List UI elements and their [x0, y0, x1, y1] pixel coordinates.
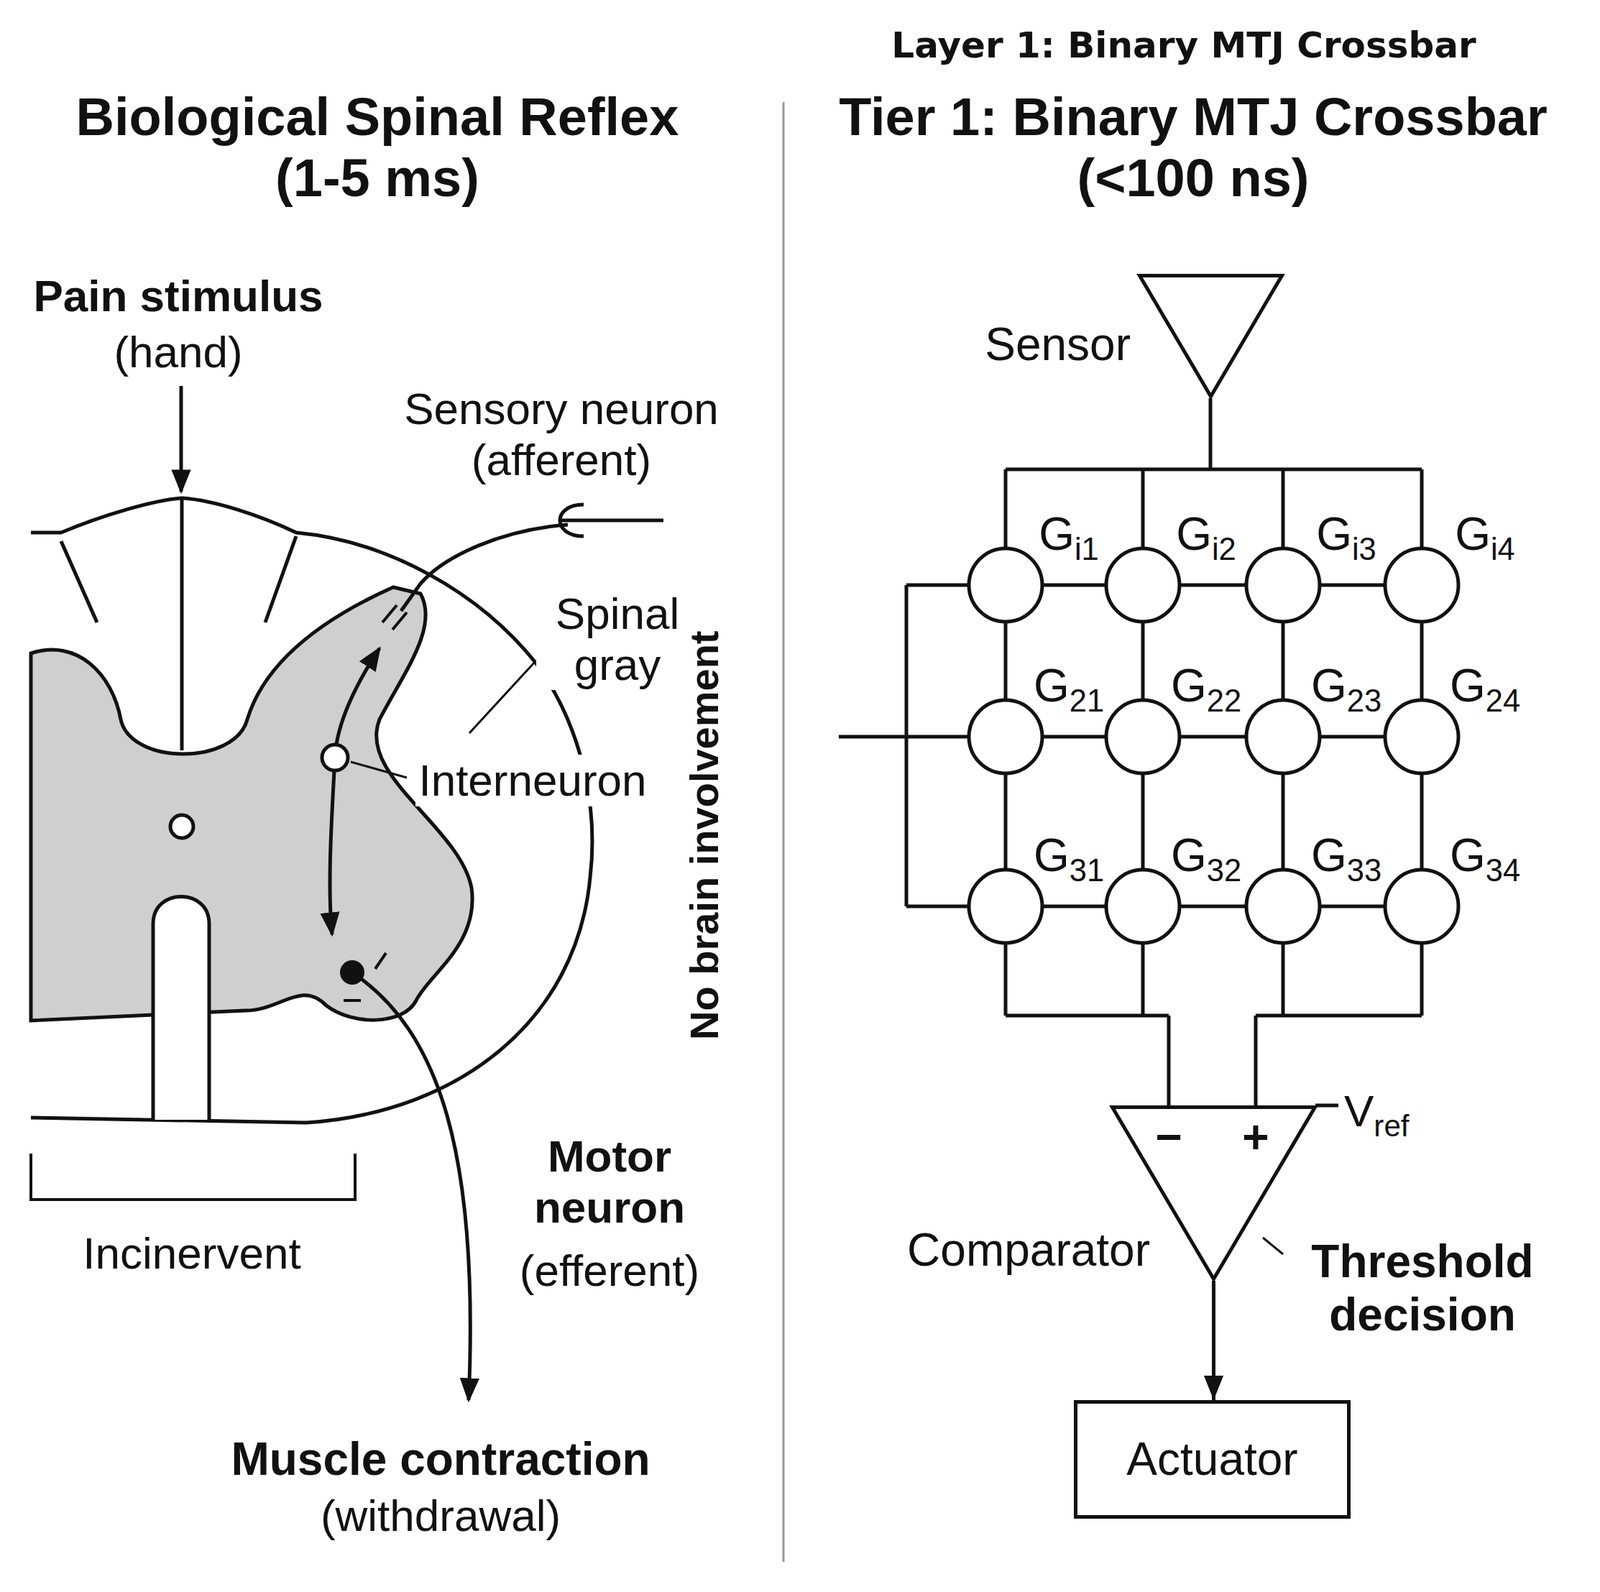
node-label: Sensor	[984, 318, 1131, 372]
stimulus-label: Pain stimulus	[33, 270, 323, 322]
conductance-label: G23	[1311, 659, 1382, 714]
dorsal-septum	[180, 498, 185, 751]
conductance-label: G24	[1449, 659, 1521, 714]
mtj-cell	[1385, 548, 1459, 622]
mtj-cell	[1246, 700, 1320, 774]
subscript: i2	[1211, 531, 1237, 567]
node-label: Comparator	[907, 1224, 1151, 1278]
bracket-label: Incinervent	[82, 1227, 301, 1279]
signal-arrow	[1211, 1280, 1216, 1401]
subscript: 34	[1485, 853, 1521, 888]
panel-heading: Biological Spinal Reflex (1-5 ms)	[55, 86, 700, 209]
neuron-label: Sensory neuron (afferent)	[377, 383, 746, 486]
mtj-cell	[1106, 869, 1180, 944]
conductance-label: G31	[1033, 829, 1105, 883]
conductance-label: Gi1	[1038, 508, 1100, 562]
mtj-cell	[1246, 869, 1320, 944]
dorsal-root-line	[265, 536, 297, 623]
efferent-fiber	[352, 972, 471, 1401]
node-label: Actuator	[1126, 1433, 1298, 1487]
conductance-label: Gi3	[1316, 508, 1377, 562]
wire	[1208, 398, 1213, 470]
conductance-label: Gi4	[1454, 508, 1516, 562]
spinal-cord-outline	[30, 498, 593, 1123]
conductance-label: G21	[1033, 659, 1105, 714]
subscript: 33	[1346, 853, 1382, 888]
subscript: i4	[1490, 531, 1516, 567]
mtj-cell	[968, 869, 1043, 944]
mtj-cell	[1385, 869, 1459, 944]
sensory-input-line	[559, 518, 664, 523]
leader-line	[350, 761, 407, 778]
conductance-label: Gi2	[1175, 508, 1237, 562]
subscript: 32	[1206, 853, 1242, 888]
signal-name: Vref	[1344, 1085, 1410, 1137]
subscript: 24	[1485, 683, 1521, 719]
side-note: No brain involvement	[681, 630, 728, 1040]
conductance-label: G34	[1449, 829, 1521, 883]
panel-heading: Tier 1: Binary MTJ Crossbar (<100 ns)	[819, 86, 1568, 209]
sensor-symbol: Sensor	[1137, 273, 1284, 399]
wire	[1005, 467, 1422, 472]
mtj-cell	[1246, 548, 1320, 622]
row-bus	[904, 585, 909, 907]
wire	[1167, 1015, 1171, 1107]
wire	[1255, 1014, 1422, 1018]
synapse-tick	[375, 953, 386, 969]
wire	[1254, 1015, 1258, 1107]
mtj-cells	[968, 548, 1459, 944]
process-box: Actuator	[1073, 1400, 1351, 1519]
wire	[1005, 1014, 1169, 1018]
neuron-note: (efferent)	[519, 1244, 700, 1296]
central-canal	[170, 815, 194, 839]
stimulus-arrow	[179, 385, 184, 492]
mtj-cell	[1106, 700, 1180, 774]
subscript: ref	[1373, 1109, 1409, 1143]
interneuron-arrow	[329, 648, 380, 935]
neuron-label: Motor neuron	[518, 1130, 701, 1234]
mtj-cell	[968, 548, 1043, 622]
conductance-label: G32	[1170, 829, 1242, 883]
effect-label: Muscle contraction	[230, 1433, 650, 1487]
synapse-tick	[343, 999, 361, 1002]
callout-label: Threshold decision	[1290, 1235, 1555, 1342]
stimulus-note: (hand)	[113, 326, 243, 378]
synapse-tick	[392, 612, 407, 630]
mtj-cell	[1106, 548, 1180, 622]
subscript: 23	[1346, 683, 1382, 719]
effect-note: (withdrawal)	[320, 1490, 561, 1542]
gray-matter	[30, 587, 473, 1021]
triangle-outline	[1137, 273, 1284, 399]
divider	[782, 102, 785, 1562]
mtj-cell	[1385, 700, 1459, 774]
region-label: Spinal gray	[536, 587, 700, 691]
conductance-label: G22	[1170, 659, 1242, 714]
input-sign: +	[1242, 1111, 1269, 1165]
subscript: i3	[1352, 531, 1377, 567]
neuron-label: Interneuron	[415, 754, 650, 806]
ventral-fissure	[153, 897, 210, 1121]
comparator-symbol: −+Comparator	[1110, 1105, 1317, 1281]
synapse-tick	[382, 605, 397, 623]
subscript: i1	[1074, 531, 1100, 567]
leader-line	[469, 661, 536, 734]
mtj-cell	[968, 700, 1043, 774]
conductance-label: G33	[1311, 829, 1382, 883]
subscript: 31	[1069, 853, 1105, 888]
interneuron-cell	[322, 744, 348, 771]
input-sign: −	[1155, 1111, 1182, 1165]
bracket	[30, 1153, 356, 1200]
page-title: Layer 1: Binary MTJ Crossbar	[891, 25, 1476, 67]
dorsal-root-line	[61, 541, 98, 623]
receptor-symbol	[559, 504, 584, 537]
leader-line	[1262, 1237, 1284, 1255]
triangle-shape	[1139, 276, 1283, 397]
subscript: 22	[1206, 683, 1242, 719]
subscript: 21	[1069, 683, 1105, 719]
wire	[1315, 1104, 1339, 1108]
